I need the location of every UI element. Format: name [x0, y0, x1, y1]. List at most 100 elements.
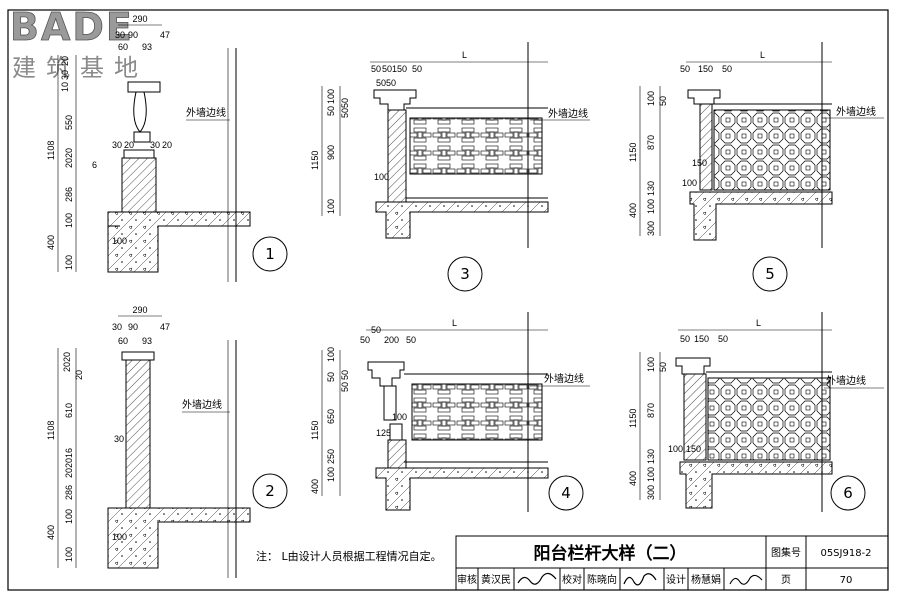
dim-d3-side-1150: 1150 — [310, 151, 320, 170]
detail-badge-1 — [252, 236, 288, 272]
dim-d4-side-125: 125 — [376, 428, 391, 438]
dim-d1-93: 93 — [142, 42, 152, 52]
dim-d6-50b: 50 — [718, 334, 728, 344]
dim-d4-side-100c: 100 — [392, 412, 407, 422]
detail-number-4: 4 — [561, 484, 571, 502]
dim-d6-side-100: 100 — [646, 357, 656, 372]
dim-d3-150: 150 — [392, 64, 407, 74]
dim-d2-side-100b: 100 — [64, 547, 74, 562]
dim-d6-150: 150 — [694, 334, 709, 344]
label-outer-wall-line-1: 外墙边线 — [186, 106, 226, 119]
detail-badge-3 — [447, 256, 483, 292]
title-block: 阳台栏杆大样（二） 图集号 05SJ918-2 审核 黄汉民 校对 陈晓向 设计… — [455, 535, 889, 591]
dim-d6-side-100b: 100 — [646, 467, 656, 482]
dim-d3-side-5050: 5050 — [340, 98, 350, 118]
dim-d4-side-100: 100 — [326, 347, 336, 362]
dim-d4-side-50: 50 — [326, 372, 336, 382]
dim-d5-side-100: 100 — [682, 178, 697, 188]
dim-d3-side-100c: 100 — [326, 199, 336, 214]
dim-d4-side-100b: 100 — [326, 467, 336, 482]
dim-d5-side-100: 100 — [646, 91, 656, 106]
svg-text:100: 100 — [112, 236, 127, 246]
dim-d3-side-100: 100 — [326, 89, 336, 104]
dim-d5-side-130: 130 — [646, 181, 656, 196]
dim-d3-L: L — [462, 50, 467, 60]
atlas-label: 图集号 — [771, 546, 801, 559]
dim-d5-50: 50 — [680, 64, 690, 74]
dim-d5-side-400: 400 — [628, 203, 638, 218]
dim-d2-side-100: 100 — [64, 509, 74, 524]
label-outer-wall-line-6: 外墙边线 — [826, 374, 866, 387]
dim-d6-side-400: 400 — [628, 471, 638, 486]
dim-d6-side-50: 50 — [658, 362, 668, 372]
dim-d1-mid-30b: 30 — [150, 140, 160, 150]
dim-d2-30: 30 — [112, 322, 122, 332]
page-label: 页 — [781, 574, 791, 586]
detail-number-3: 3 — [460, 265, 470, 283]
dim-d2-side-1108: 1108 — [46, 421, 56, 440]
dim-d1-290: 290 — [132, 14, 147, 24]
dim-d1-mid-30: 30 — [112, 140, 122, 150]
design-label: 设计 — [666, 573, 686, 586]
dim-d1-side-30: 30 — [60, 70, 70, 80]
detail-3: 50 50 150 50 5050 L 100 50 5050 1150 900… — [310, 42, 590, 292]
dim-d6-side-870: 870 — [646, 403, 656, 418]
reviewer-signature — [517, 572, 557, 585]
detail-badge-6 — [830, 475, 866, 511]
dim-d2-47: 47 — [160, 322, 170, 332]
dim-d3-50: 50 — [371, 64, 381, 74]
dim-d6-50: 50 — [680, 334, 690, 344]
dim-d2-side-20: 20 — [74, 370, 84, 380]
logo-tagline: 建筑基地 — [12, 54, 148, 82]
detail-4: 50 50 200 50 L 100 50 50 50 1150 650 250… — [310, 312, 590, 512]
dim-d3-side-100b: 100 — [374, 172, 389, 182]
dim-d5-L: L — [760, 50, 765, 60]
drawing-title: 阳台栏杆大样（二） — [534, 543, 687, 564]
label-outer-wall-line-2: 外墙边线 — [182, 398, 222, 411]
dim-d3-5050: 5050 — [376, 78, 396, 88]
dim-d2-side-610: 610 — [64, 403, 74, 418]
page-number: 70 — [840, 575, 853, 586]
dim-d1-side-6: 6 — [92, 160, 97, 170]
dim-d1-side-1108: 1108 — [46, 141, 56, 160]
dim-d6-side-130: 130 — [646, 449, 656, 464]
dim-d1-30: 30 — [115, 30, 125, 40]
dim-d6-side-100: 100 — [668, 444, 683, 454]
dim-d2-93: 93 — [142, 336, 152, 346]
dim-d1-side-550: 550 — [64, 115, 74, 130]
svg-text:100: 100 — [112, 532, 127, 542]
dim-d2-90: 90 — [128, 322, 138, 332]
dim-d2-60: 60 — [118, 336, 128, 346]
detail-1: 290 30 90 47 60 93 20 30 10 1108 550 202… — [46, 14, 288, 282]
dim-d4-side-50c: 50 — [340, 382, 350, 392]
dim-d5-side-300: 300 — [646, 221, 656, 236]
label-outer-wall-line-4: 外墙边线 — [544, 372, 584, 385]
review-label: 审核 — [457, 573, 477, 586]
detail-2: 290 30 90 47 60 93 2020 20 610 1108 30 2… — [46, 305, 288, 578]
dim-d2-side-30: 30 — [114, 434, 124, 444]
dim-d4-L: L — [452, 318, 457, 328]
dim-d4-side-1150: 1150 — [310, 421, 320, 440]
detail-number-2: 2 — [265, 482, 275, 500]
dim-d3-50c: 50 — [412, 64, 422, 74]
dim-d4-side-250: 250 — [326, 449, 336, 464]
label-outer-wall-line-3: 外墙边线 — [548, 107, 588, 120]
dim-d1-side-286: 286 — [64, 187, 74, 202]
dim-d5-50b: 50 — [722, 64, 732, 74]
dim-d2-290: 290 — [132, 305, 147, 315]
dim-d1-60: 60 — [118, 42, 128, 52]
dim-d5-150: 150 — [698, 64, 713, 74]
dim-d1-side-10: 10 — [60, 82, 70, 92]
dim-d5-side-1150: 1150 — [628, 143, 638, 162]
checker-signature — [623, 573, 657, 586]
detail-6: 50 150 50 L 100 50 1150 870 100 150 130 … — [628, 312, 884, 512]
dim-d5-side-100b: 100 — [646, 199, 656, 214]
logo: BADE 建筑基地 — [10, 5, 148, 82]
detail-badge-4 — [548, 475, 584, 511]
dim-d2-side-20b: 20 — [64, 468, 74, 478]
dim-d1-side-100b: 100 — [64, 255, 74, 270]
dim-d4-side-50b: 50 — [340, 370, 350, 380]
dim-d1-side-400: 400 — [46, 235, 56, 250]
dim-d1-47: 47 — [160, 30, 170, 40]
check-label: 校对 — [562, 573, 582, 586]
